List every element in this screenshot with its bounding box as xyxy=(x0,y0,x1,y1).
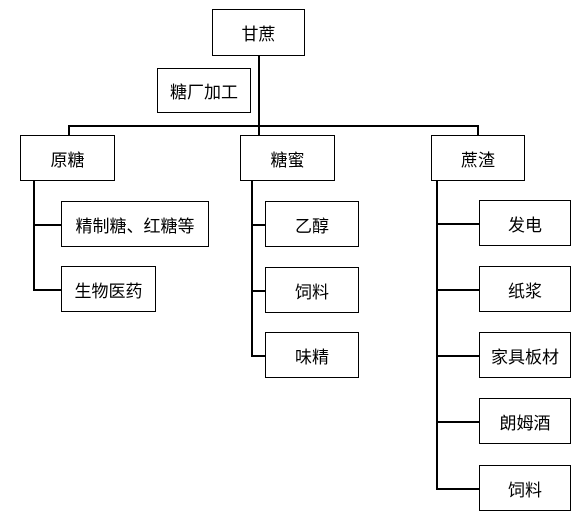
connector xyxy=(258,54,260,126)
connector xyxy=(477,125,479,135)
connector xyxy=(436,289,479,291)
connector xyxy=(33,224,61,226)
connector xyxy=(33,180,35,290)
connector xyxy=(68,125,70,135)
node-process: 糖厂加工 xyxy=(157,68,251,113)
connector xyxy=(436,223,479,225)
node-product-raw-sugar: 原糖 xyxy=(20,135,115,181)
node-leaf-pulp: 纸浆 xyxy=(479,266,571,312)
connector xyxy=(68,125,478,127)
connector xyxy=(436,180,438,489)
connector xyxy=(251,224,265,226)
connector xyxy=(251,290,265,292)
connector xyxy=(436,421,479,423)
node-leaf-furniture-board: 家具板材 xyxy=(479,332,571,378)
node-product-molasses: 糖蜜 xyxy=(240,135,335,181)
node-leaf-feed: 饲料 xyxy=(265,267,359,313)
node-leaf-biomedicine: 生物医药 xyxy=(61,266,156,312)
node-leaf-ethanol: 乙醇 xyxy=(265,201,359,247)
node-root: 甘蔗 xyxy=(212,9,305,56)
connector xyxy=(251,180,253,356)
connector xyxy=(436,488,479,490)
node-leaf-msg: 味精 xyxy=(265,332,359,378)
connector xyxy=(33,289,61,291)
node-leaf-refined-sugar: 精制糖、红糖等 xyxy=(61,201,209,247)
connector xyxy=(436,355,479,357)
connector xyxy=(251,355,265,357)
node-product-bagasse: 蔗渣 xyxy=(431,135,525,181)
node-leaf-feed: 饲料 xyxy=(479,465,571,511)
node-leaf-rum: 朗姆酒 xyxy=(479,398,571,444)
node-leaf-power: 发电 xyxy=(479,200,571,246)
connector xyxy=(258,125,260,135)
